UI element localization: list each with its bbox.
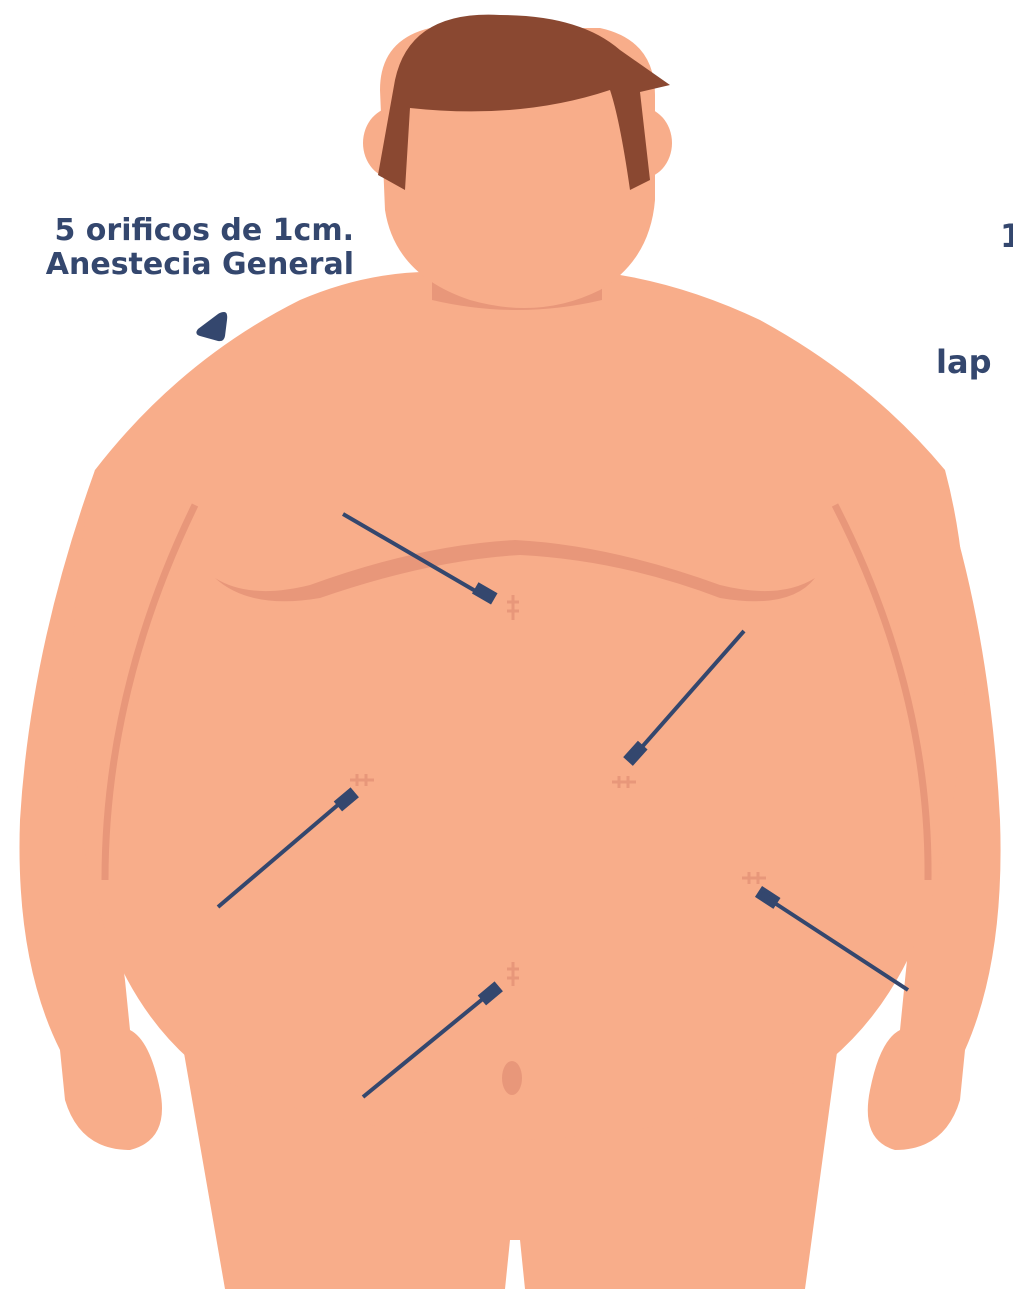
pointer-icon [194, 310, 230, 344]
caption-right-partial-1: 1 [1000, 217, 1013, 255]
navel [502, 1061, 522, 1095]
caption-line-1: 5 orificos de 1cm. [46, 214, 354, 248]
caption-left: 5 orificos de 1cm. Anestecia General [46, 214, 354, 282]
caption-right-partial-2: lap [936, 343, 991, 381]
torso [73, 272, 967, 1140]
caption-line-2: Anestecia General [46, 248, 354, 282]
